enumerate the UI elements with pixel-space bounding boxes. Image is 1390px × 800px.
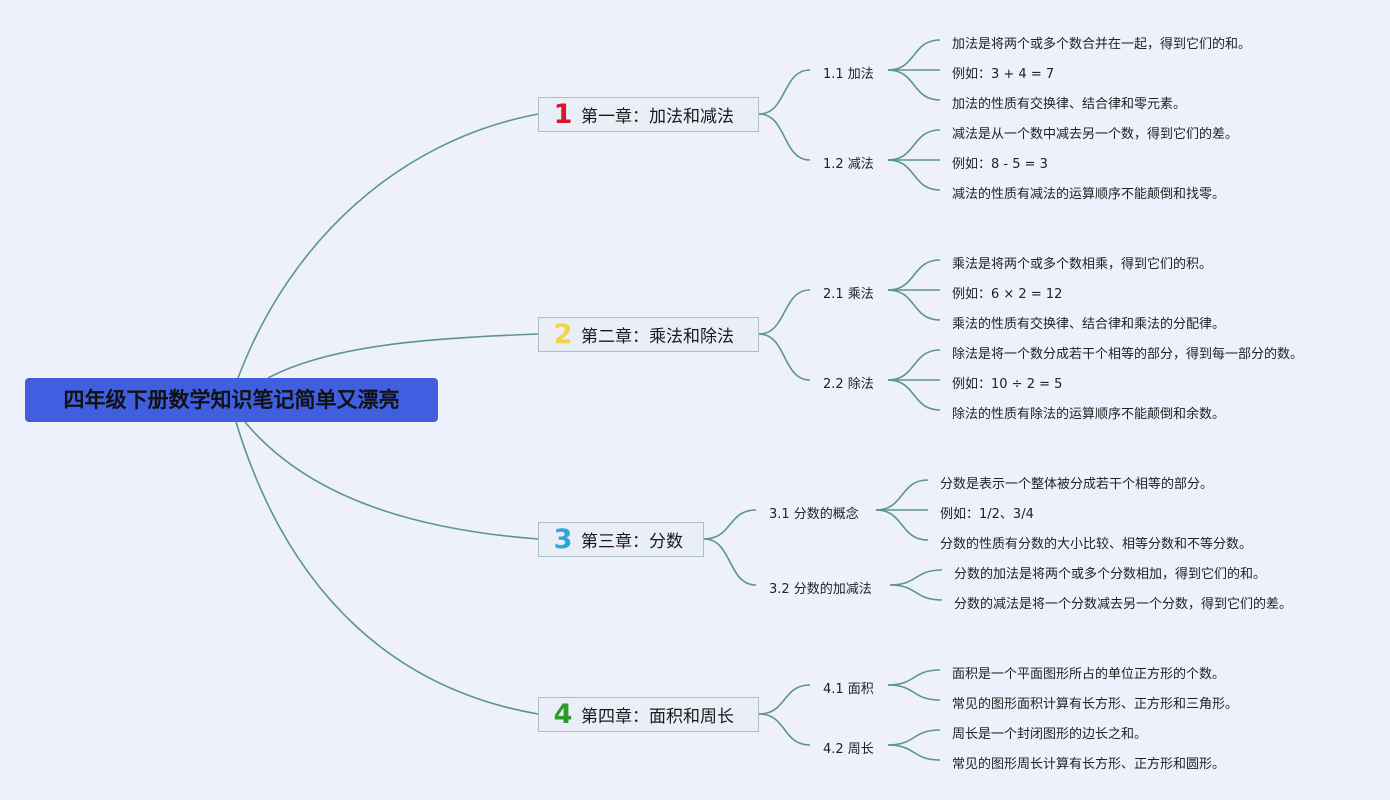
connector-root-chapter-3 <box>244 421 539 540</box>
connector-section-1-2-note-3 <box>887 159 941 191</box>
connector-section-2-2-note-1 <box>887 349 941 381</box>
chapter-3-node[interactable]: 3 第三章：分数 <box>538 522 704 557</box>
connector-section-3-2-note-1 <box>889 569 943 586</box>
note-2-2-1: 除法是将一个数分成若干个相等的部分，得到每一部分的数。 <box>952 347 1304 362</box>
note-4-2-2: 常见的图形周长计算有长方形、正方形和圆形。 <box>952 757 1226 772</box>
connector-chapter-2-section-1 <box>758 289 811 335</box>
connector-section-4-2-note-1 <box>887 729 941 746</box>
chapter-1-title: 第一章：加法和减法 <box>581 107 734 127</box>
note-3-1-3: 分数的性质有分数的大小比较、相等分数和不等分数。 <box>940 537 1253 552</box>
chapter-2-number: 2 <box>553 319 573 350</box>
root-node[interactable]: 四年级下册数学知识笔记简单又漂亮 <box>25 378 438 422</box>
section-4-1[interactable]: 4.1 面积 <box>823 682 874 697</box>
note-2-1-3: 乘法的性质有交换律、结合律和乘法的分配律。 <box>952 317 1226 332</box>
note-4-1-1: 面积是一个平面图形所占的单位正方形的个数。 <box>952 667 1226 682</box>
note-3-1-1: 分数是表示一个整体被分成若干个相等的部分。 <box>940 477 1214 492</box>
connector-root-chapter-1 <box>237 113 539 379</box>
section-4-2[interactable]: 4.2 周长 <box>823 742 874 757</box>
connector-section-1-1-note-3 <box>887 69 941 101</box>
connector-section-4-2-note-2 <box>887 744 941 761</box>
note-4-1-2: 常见的图形面积计算有长方形、正方形和三角形。 <box>952 697 1239 712</box>
note-2-1-1: 乘法是将两个或多个数相乘，得到它们的积。 <box>952 257 1213 272</box>
connector-section-1-2-note-1 <box>887 129 941 161</box>
note-2-2-2: 例如：10 ÷ 2 = 5 <box>952 377 1063 392</box>
connector-section-4-1-note-1 <box>887 669 941 686</box>
connector-root-chapter-4 <box>235 421 539 715</box>
connector-chapter-4-section-1 <box>758 684 811 715</box>
chapter-1-node[interactable]: 1 第一章：加法和减法 <box>538 97 759 132</box>
note-1-2-1: 减法是从一个数中减去另一个数，得到它们的差。 <box>952 127 1239 142</box>
connector-chapter-1-section-2 <box>758 113 811 161</box>
section-1-1[interactable]: 1.1 加法 <box>823 67 874 82</box>
connector-chapter-2-section-2 <box>758 333 811 381</box>
note-1-2-2: 例如：8 - 5 = 3 <box>952 157 1048 172</box>
section-3-1[interactable]: 3.1 分数的概念 <box>769 507 859 522</box>
chapter-3-number: 3 <box>553 524 573 555</box>
connector-chapter-1-section-1 <box>758 69 811 115</box>
connector-chapter-3-section-1 <box>703 509 757 540</box>
chapter-2-title: 第二章：乘法和除法 <box>581 327 734 347</box>
connector-section-2-2-note-3 <box>887 379 941 411</box>
section-1-2[interactable]: 1.2 减法 <box>823 157 874 172</box>
chapter-4-number: 4 <box>553 699 573 730</box>
note-4-2-1: 周长是一个封闭图形的边长之和。 <box>952 727 1148 742</box>
note-1-1-2: 例如：3 + 4 = 7 <box>952 67 1055 82</box>
note-3-2-1: 分数的加法是将两个或多个分数相加，得到它们的和。 <box>954 567 1267 582</box>
connector-section-3-1-note-1 <box>875 479 929 511</box>
section-2-1[interactable]: 2.1 乘法 <box>823 287 874 302</box>
note-1-1-1: 加法是将两个或多个数合并在一起，得到它们的和。 <box>952 37 1252 52</box>
connector-section-3-2-note-2 <box>889 584 943 601</box>
section-3-2[interactable]: 3.2 分数的加减法 <box>769 582 872 597</box>
connector-section-1-1-note-1 <box>887 39 941 71</box>
note-2-1-2: 例如：6 × 2 = 12 <box>952 287 1063 302</box>
connector-chapter-4-section-2 <box>758 713 811 746</box>
note-1-2-3: 减法的性质有减法的运算顺序不能颠倒和找零。 <box>952 187 1226 202</box>
note-2-2-3: 除法的性质有除法的运算顺序不能颠倒和余数。 <box>952 407 1226 422</box>
chapter-4-title: 第四章：面积和周长 <box>581 707 734 727</box>
note-3-1-2: 例如：1/2、3/4 <box>940 507 1034 522</box>
connector-section-2-1-note-1 <box>887 259 941 291</box>
note-3-2-2: 分数的减法是将一个分数减去另一个分数，得到它们的差。 <box>954 597 1293 612</box>
chapter-2-node[interactable]: 2 第二章：乘法和除法 <box>538 317 759 352</box>
connector-chapter-3-section-2 <box>703 538 757 586</box>
connector-root-chapter-2 <box>267 333 539 379</box>
chapter-1-number: 1 <box>553 99 573 130</box>
section-2-2[interactable]: 2.2 除法 <box>823 377 874 392</box>
connector-section-2-1-note-3 <box>887 289 941 321</box>
connector-section-3-1-note-3 <box>875 509 929 541</box>
chapter-3-title: 第三章：分数 <box>581 532 683 552</box>
note-1-1-3: 加法的性质有交换律、结合律和零元素。 <box>952 97 1187 112</box>
chapter-4-node[interactable]: 4 第四章：面积和周长 <box>538 697 759 732</box>
connector-section-4-1-note-2 <box>887 684 941 701</box>
